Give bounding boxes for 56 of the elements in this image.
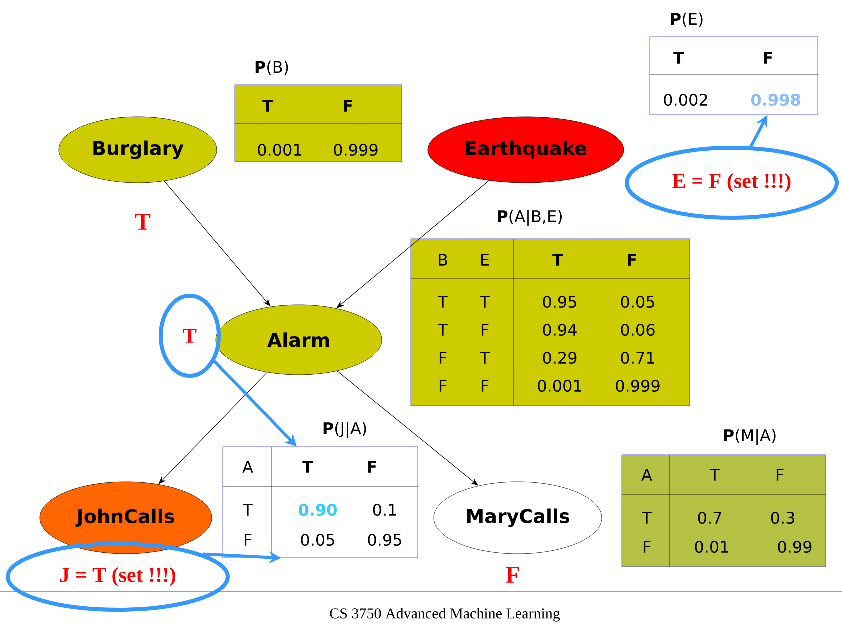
table-cell: 0.001 — [538, 380, 582, 392]
table-cell: 0.998 — [751, 94, 800, 106]
table-cell: 0.1 — [373, 504, 396, 516]
table-cell: F — [440, 352, 447, 364]
table-cell: F — [628, 254, 636, 266]
table-cell: T — [438, 296, 448, 308]
table-cell: F — [368, 461, 376, 473]
table-cell: 0.05 — [301, 534, 334, 546]
table-cell: 0.71 — [621, 352, 654, 364]
table-cell: 0.01 — [695, 540, 728, 554]
table-cell: 0.29 — [543, 352, 577, 364]
table-cell: F — [244, 534, 252, 546]
table-cell: F — [644, 541, 651, 553]
table-cell: T — [480, 296, 490, 308]
table-cell: 0.999 — [616, 380, 660, 392]
table-cell: T — [302, 461, 314, 473]
arrow — [158, 372, 268, 484]
table-cell: 0.90 — [299, 504, 337, 516]
table-cell: 0.05 — [621, 296, 654, 308]
table-cell: T — [552, 254, 564, 266]
table-cell: F — [440, 380, 447, 392]
table-title: P(J|A) — [324, 422, 366, 438]
table-cell: 0.001 — [258, 144, 302, 156]
table-title: P(M|A) — [724, 429, 776, 446]
table-cell: A — [242, 461, 254, 473]
arrow — [164, 180, 271, 307]
table-title: P(E) — [671, 12, 703, 28]
table-cell: E — [482, 254, 490, 266]
table-cell: B — [439, 254, 448, 266]
state-label: F — [506, 567, 520, 583]
table-cell: F — [344, 100, 352, 112]
table-cell: T — [642, 512, 652, 524]
table-cell: 0.95 — [543, 296, 576, 308]
table-cell: 0.99 — [778, 540, 812, 554]
table-cell: T — [674, 52, 684, 64]
table-cell: 0.06 — [621, 324, 655, 336]
table-cell: T — [710, 469, 720, 481]
table-cell: A — [642, 469, 652, 481]
table-cell: T — [438, 324, 448, 336]
state-label: T — [135, 214, 151, 230]
table-cell: 0.95 — [368, 534, 402, 546]
table-cell: T — [243, 504, 253, 516]
table-cell: F — [482, 380, 489, 392]
table-cell: 0.999 — [334, 144, 378, 156]
table-cell: F — [776, 469, 784, 481]
table-cell: F — [764, 52, 772, 64]
table-cell: T — [480, 352, 490, 364]
table-title: P(A|B,E) — [498, 210, 562, 226]
table-cell: 0.94 — [543, 324, 577, 336]
table-cell: 0.7 — [698, 512, 722, 524]
table-cell: F — [482, 324, 489, 336]
table-cell: 0.002 — [664, 94, 708, 106]
table-cell: T — [262, 100, 274, 112]
table-title: P(B) — [256, 60, 288, 76]
footer-caption: CS 3750 Advanced Machine Learning — [330, 608, 560, 622]
table-cell: 0.3 — [771, 512, 794, 524]
